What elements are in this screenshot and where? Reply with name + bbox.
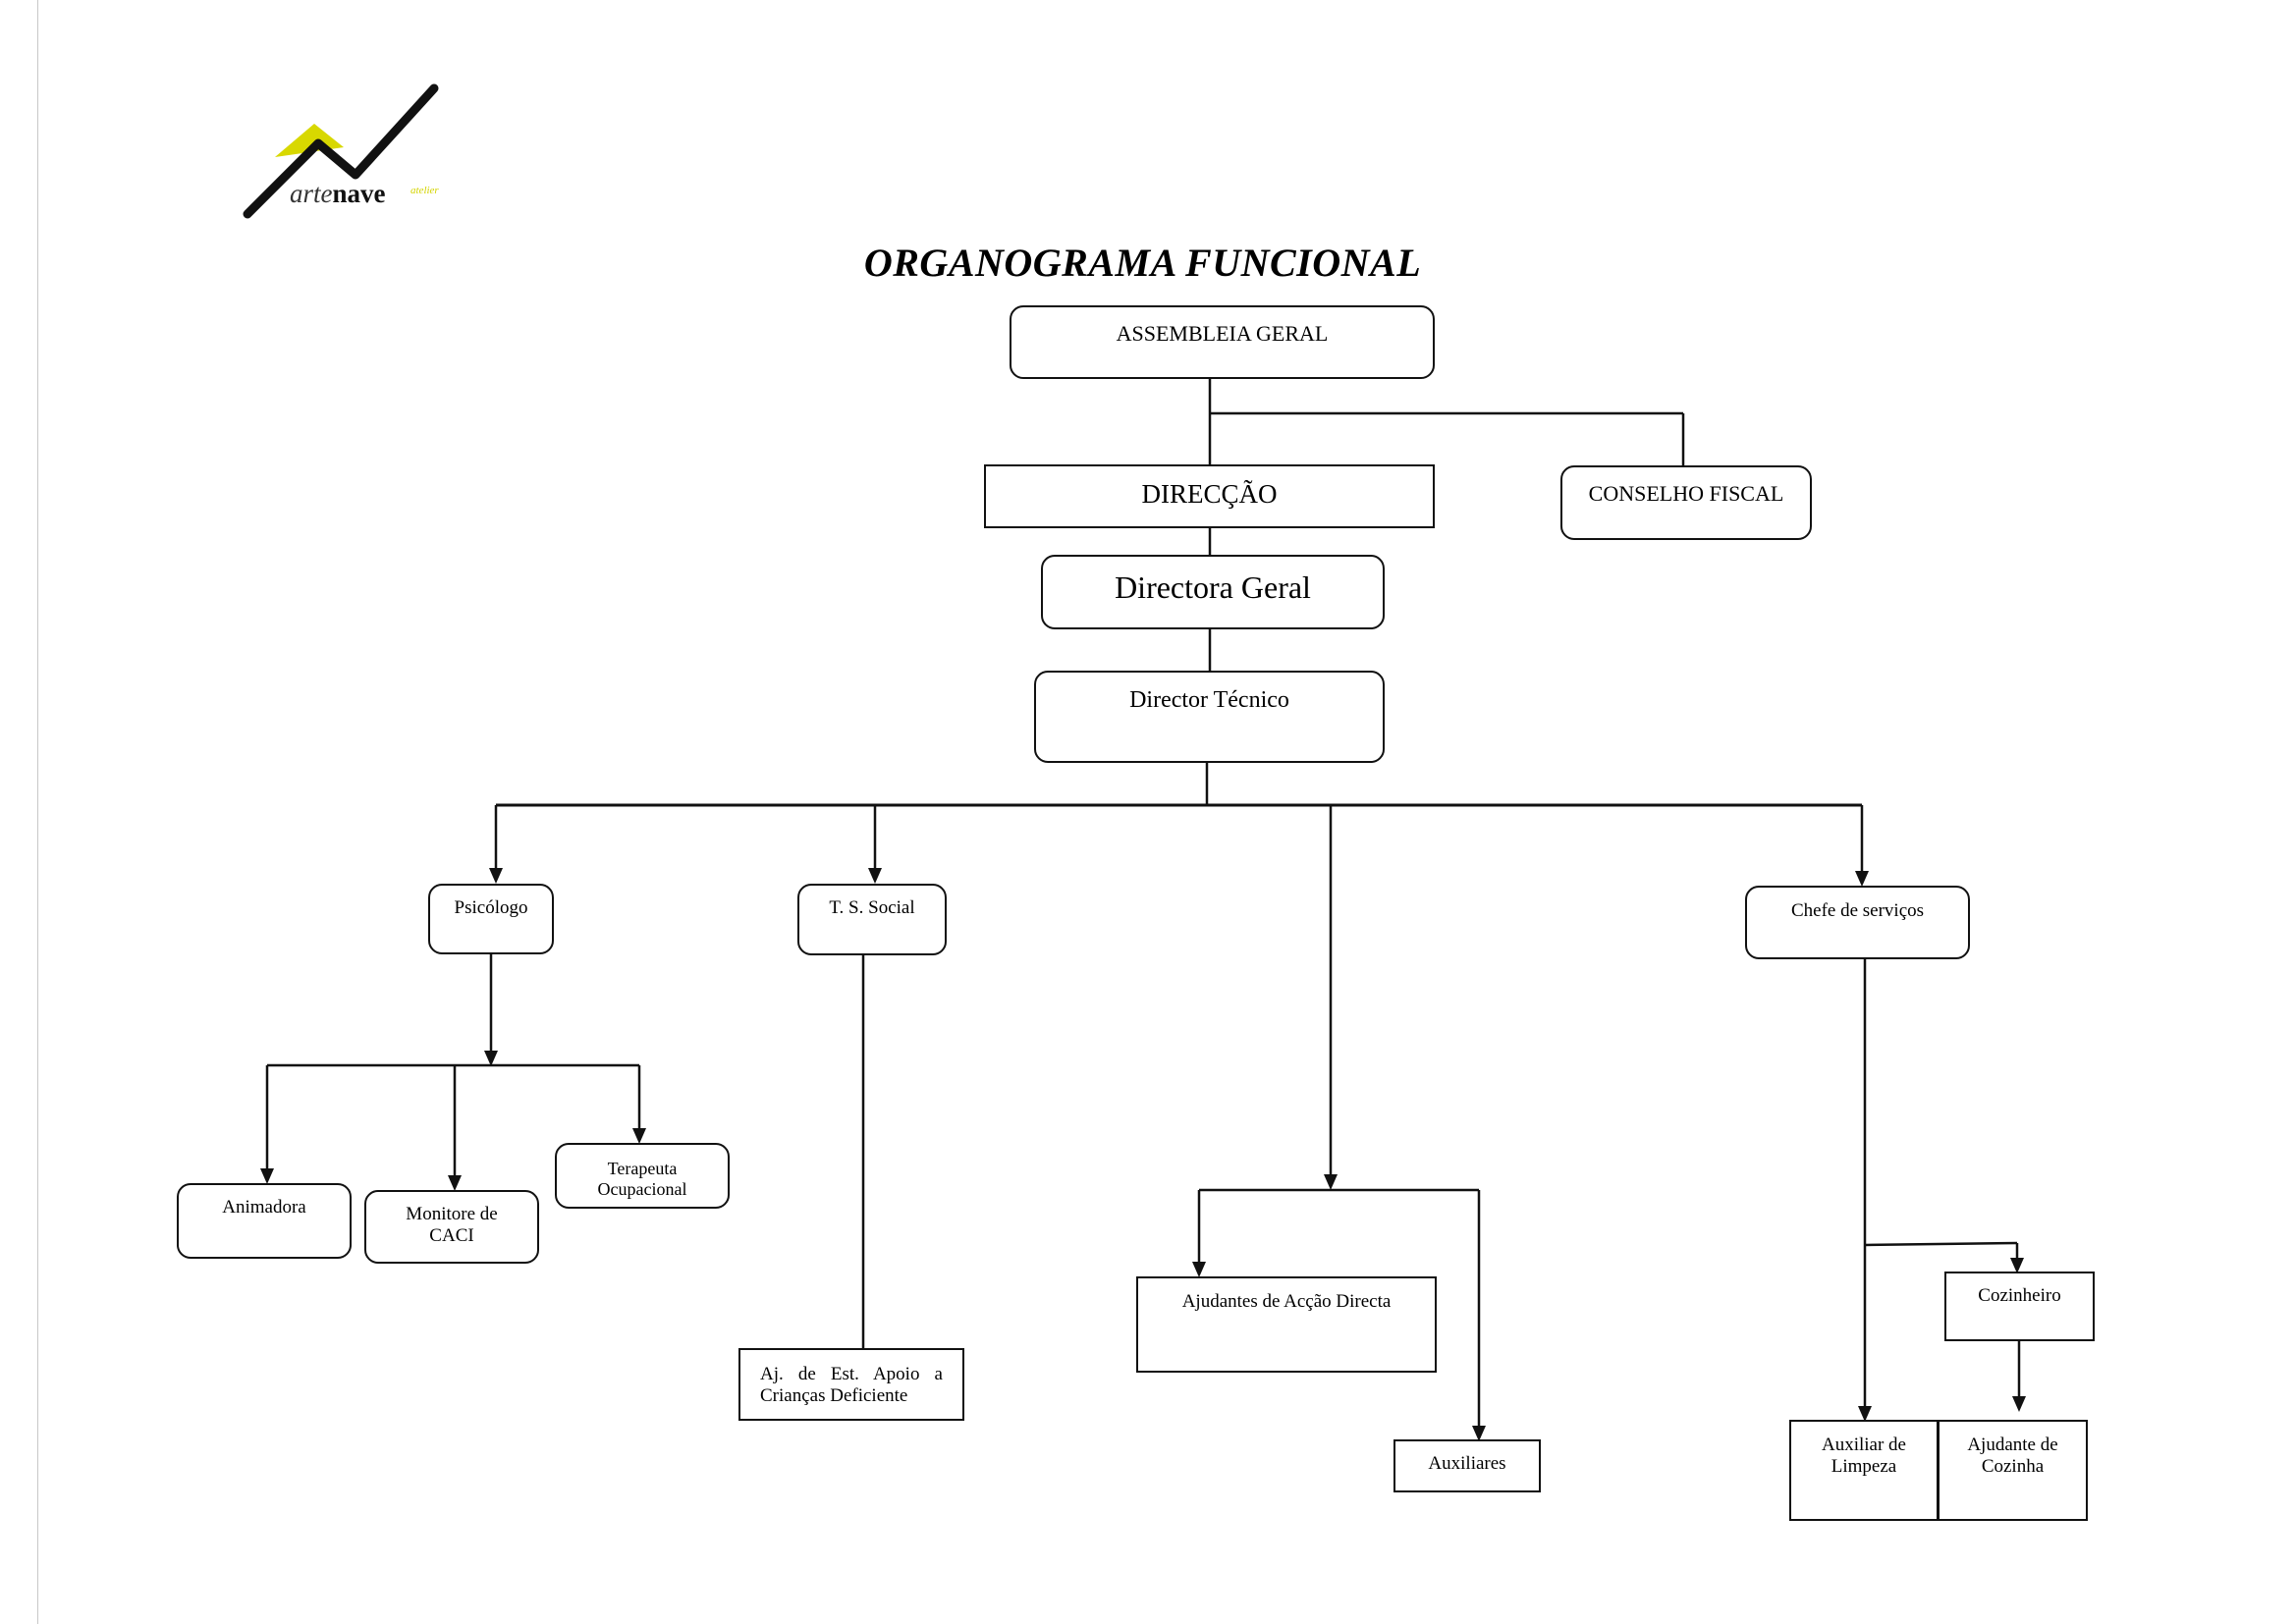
logo-mark-icon [243, 83, 439, 219]
node-direccao: DIRECÇÃO [984, 464, 1435, 528]
arrow-psicologo-icon [489, 868, 503, 884]
node-animadora: Animadora [177, 1183, 352, 1259]
node-ajudante-cozinha: Ajudante de Cozinha [1938, 1420, 2088, 1521]
arrow-aux-limpeza-icon [1858, 1406, 1872, 1422]
node-terapeuta-ocupacional: Terapeuta Ocupacional [555, 1143, 730, 1209]
arrow-ts-icon [868, 868, 882, 884]
page-title: ORGANOGRAMA FUNCIONAL [863, 241, 1422, 285]
arrow-accao-icon [1324, 1174, 1338, 1190]
node-ts-social: T. S. Social [797, 884, 947, 955]
arrow-ajudantes-icon [1192, 1262, 1206, 1277]
node-cozinheiro: Cozinheiro [1944, 1272, 2095, 1341]
line-chefe-cozinheiro [1864, 1241, 2018, 1247]
arrow-terapeuta-icon [632, 1128, 646, 1144]
node-chefe-servicos: Chefe de serviços [1745, 886, 1970, 959]
node-auxiliares: Auxiliares [1393, 1439, 1541, 1492]
node-psicologo: Psicólogo [428, 884, 554, 954]
logo-suffix: atelier [410, 185, 439, 196]
arrowheads [260, 868, 2026, 1441]
arrow-psicologo-bus-icon [484, 1051, 498, 1066]
node-ajudantes-accao-directa: Ajudantes de Acção Directa [1136, 1276, 1437, 1373]
logo-wordmark: artenave [290, 179, 386, 208]
arrow-monitore-icon [448, 1175, 462, 1191]
arrow-chefe-icon [1855, 871, 1869, 887]
arrow-auxiliares-icon [1472, 1426, 1486, 1441]
node-monitore-caci: Monitore de CACI [364, 1190, 539, 1264]
arrow-animadora-icon [260, 1168, 274, 1184]
arrow-aj-cozinha-icon [2012, 1396, 2026, 1412]
node-directora-geral: Directora Geral [1041, 555, 1385, 629]
node-aj-est-apoio: Aj. de Est. Apoio a Crianças Deficiente [738, 1348, 964, 1421]
arrow-cozinheiro-icon [2010, 1258, 2024, 1273]
node-auxiliar-limpeza: Auxiliar de Limpeza [1789, 1420, 1939, 1521]
page-margin-line [37, 0, 38, 1624]
node-assembleia-geral: ASSEMBLEIA GERAL [1010, 305, 1435, 379]
artenave-logo: artenave atelier [236, 79, 452, 226]
node-conselho-fiscal: CONSELHO FISCAL [1560, 465, 1812, 540]
node-director-tecnico: Director Técnico [1034, 671, 1385, 763]
